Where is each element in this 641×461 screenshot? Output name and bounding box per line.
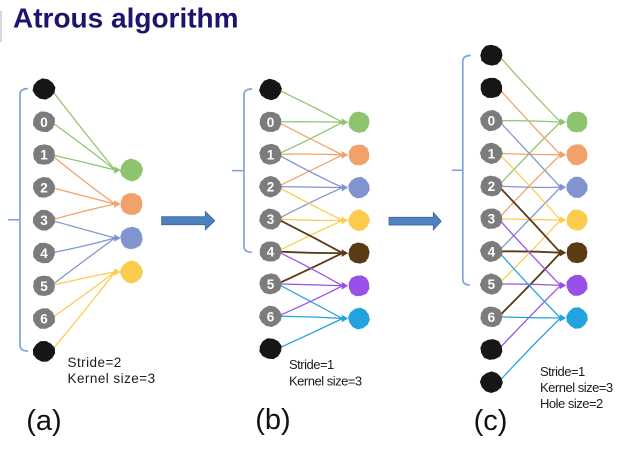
svg-text:Stride=2: Stride=2 bbox=[68, 355, 122, 370]
svg-text:Kernel size=3: Kernel size=3 bbox=[289, 374, 362, 389]
svg-text:5: 5 bbox=[40, 279, 48, 294]
svg-text:4: 4 bbox=[488, 244, 496, 259]
svg-text:4: 4 bbox=[40, 246, 48, 261]
svg-text:Stride=1: Stride=1 bbox=[289, 357, 334, 372]
svg-text:2: 2 bbox=[488, 179, 496, 194]
svg-text:6: 6 bbox=[40, 312, 48, 327]
svg-text:Atrous algorithm: Atrous algorithm bbox=[13, 3, 239, 34]
svg-text:Stride=1: Stride=1 bbox=[540, 364, 585, 379]
svg-text:(c): (c) bbox=[474, 405, 508, 437]
svg-text:1: 1 bbox=[267, 147, 275, 162]
svg-text:5: 5 bbox=[267, 277, 275, 292]
svg-text:1: 1 bbox=[488, 146, 496, 161]
svg-text:(a): (a) bbox=[26, 405, 61, 437]
svg-text:(b): (b) bbox=[255, 404, 290, 436]
svg-text:0: 0 bbox=[267, 115, 275, 130]
svg-text:1: 1 bbox=[40, 148, 48, 163]
svg-text:5: 5 bbox=[488, 277, 496, 292]
svg-text:0: 0 bbox=[488, 114, 496, 129]
svg-text:2: 2 bbox=[267, 180, 275, 195]
svg-text:6: 6 bbox=[488, 310, 496, 325]
svg-text:6: 6 bbox=[267, 309, 275, 324]
svg-text:3: 3 bbox=[267, 212, 275, 227]
svg-text:Hole size=2: Hole size=2 bbox=[540, 396, 603, 411]
svg-text:2: 2 bbox=[40, 180, 48, 195]
svg-text:4: 4 bbox=[267, 245, 275, 260]
svg-text:Kernel size=3: Kernel size=3 bbox=[540, 380, 613, 395]
svg-text:0: 0 bbox=[40, 115, 48, 130]
svg-text:3: 3 bbox=[40, 213, 48, 228]
svg-text:Kernel size=3: Kernel size=3 bbox=[68, 371, 156, 386]
svg-text:3: 3 bbox=[488, 212, 496, 227]
